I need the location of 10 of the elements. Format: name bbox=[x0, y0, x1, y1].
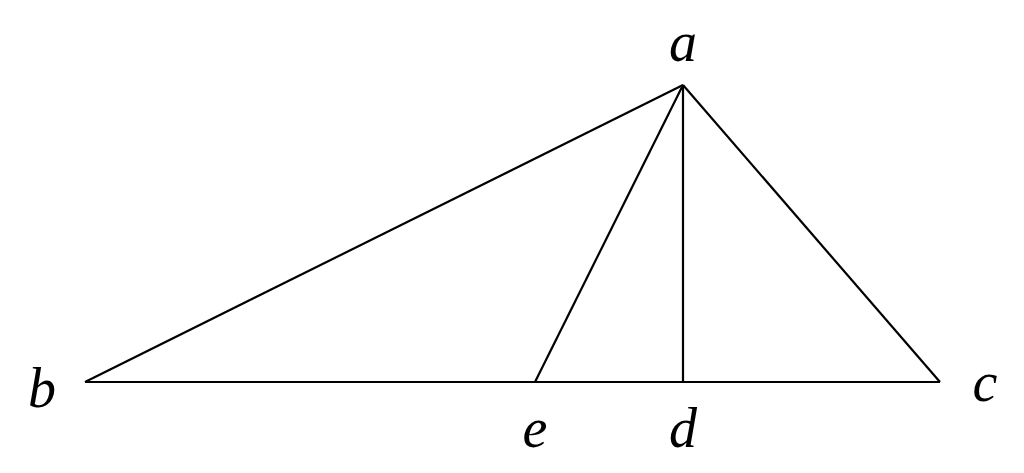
line-segment bbox=[681, 85, 685, 382]
point-label: e bbox=[522, 400, 548, 456]
line-segment bbox=[85, 380, 940, 384]
point-label: d bbox=[669, 400, 697, 456]
point-label: a bbox=[669, 14, 697, 70]
line-segment bbox=[84, 84, 684, 383]
line-segment bbox=[534, 84, 684, 383]
point-label: c bbox=[972, 354, 998, 410]
point-label: b bbox=[28, 360, 56, 416]
line-segment bbox=[682, 84, 941, 383]
